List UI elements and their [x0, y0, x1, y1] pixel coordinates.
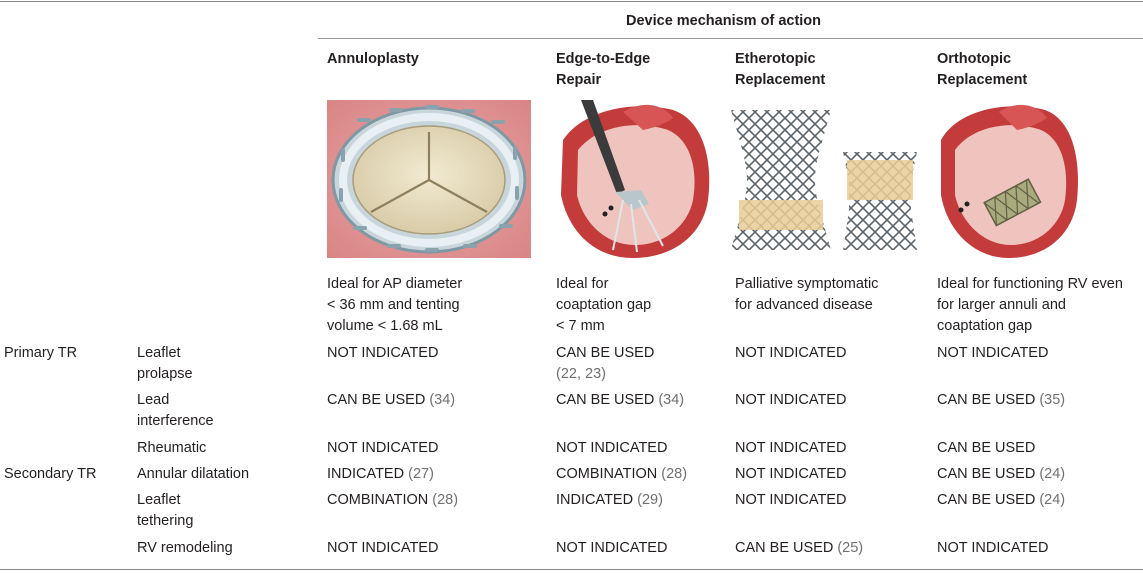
column-header-annuloplasty: Annuloplasty — [327, 51, 419, 67]
etherotopic-illustration — [731, 100, 921, 258]
table-cell: CAN BE USED(22, 23) — [556, 345, 655, 382]
table-cell: NOT INDICATED — [556, 540, 668, 556]
table-bottom-rule — [0, 569, 1143, 570]
table-cell: NOT INDICATED — [327, 440, 439, 456]
table-cell: NOT INDICATED — [735, 345, 847, 361]
table-cell: COMBINATION (28) — [556, 466, 688, 482]
group-label-secondary-tr: Secondary TR — [4, 466, 97, 482]
ideal-annuloplasty: Ideal for AP diameter< 36 mm and tenting… — [327, 276, 463, 334]
row-label: Rheumatic — [137, 440, 207, 456]
table-cell: NOT INDICATED — [735, 492, 847, 508]
table-cell: NOT INDICATED — [937, 345, 1049, 361]
table-cell: COMBINATION (28) — [327, 492, 459, 508]
table-cell: NOT INDICATED — [327, 540, 439, 556]
group-label-primary-tr: Primary TR — [4, 345, 78, 361]
row-label: RV remodeling — [137, 540, 233, 556]
table-cell: CAN BE USED — [937, 440, 1036, 456]
header-group-rule — [318, 38, 1143, 39]
table-cell: CAN BE USED (25) — [735, 540, 864, 556]
table-cell: INDICATED (27) — [327, 466, 434, 482]
table-cell: NOT INDICATED — [556, 440, 668, 456]
table-cell: NOT INDICATED — [735, 466, 847, 482]
table-cell: CAN BE USED (24) — [937, 492, 1066, 508]
header-group-label: Device mechanism of action — [626, 13, 822, 29]
edge-to-edge-illustration — [553, 100, 713, 258]
table-cell: INDICATED (29) — [556, 492, 663, 508]
orthotopic-illustration — [937, 100, 1081, 258]
table-cell: NOT INDICATED — [327, 345, 439, 361]
table-cell: NOT INDICATED — [735, 440, 847, 456]
table-cell: CAN BE USED (35) — [937, 392, 1066, 408]
table-cell: CAN BE USED (34) — [327, 392, 456, 408]
table-cell: NOT INDICATED — [937, 540, 1049, 556]
table-top-rule — [0, 1, 1143, 2]
table-cell: CAN BE USED (34) — [556, 392, 685, 408]
table-cell: CAN BE USED (24) — [937, 466, 1066, 482]
row-label: Annular dilatation — [137, 466, 250, 482]
table-cell: NOT INDICATED — [735, 392, 847, 408]
annuloplasty-illustration — [327, 100, 531, 258]
